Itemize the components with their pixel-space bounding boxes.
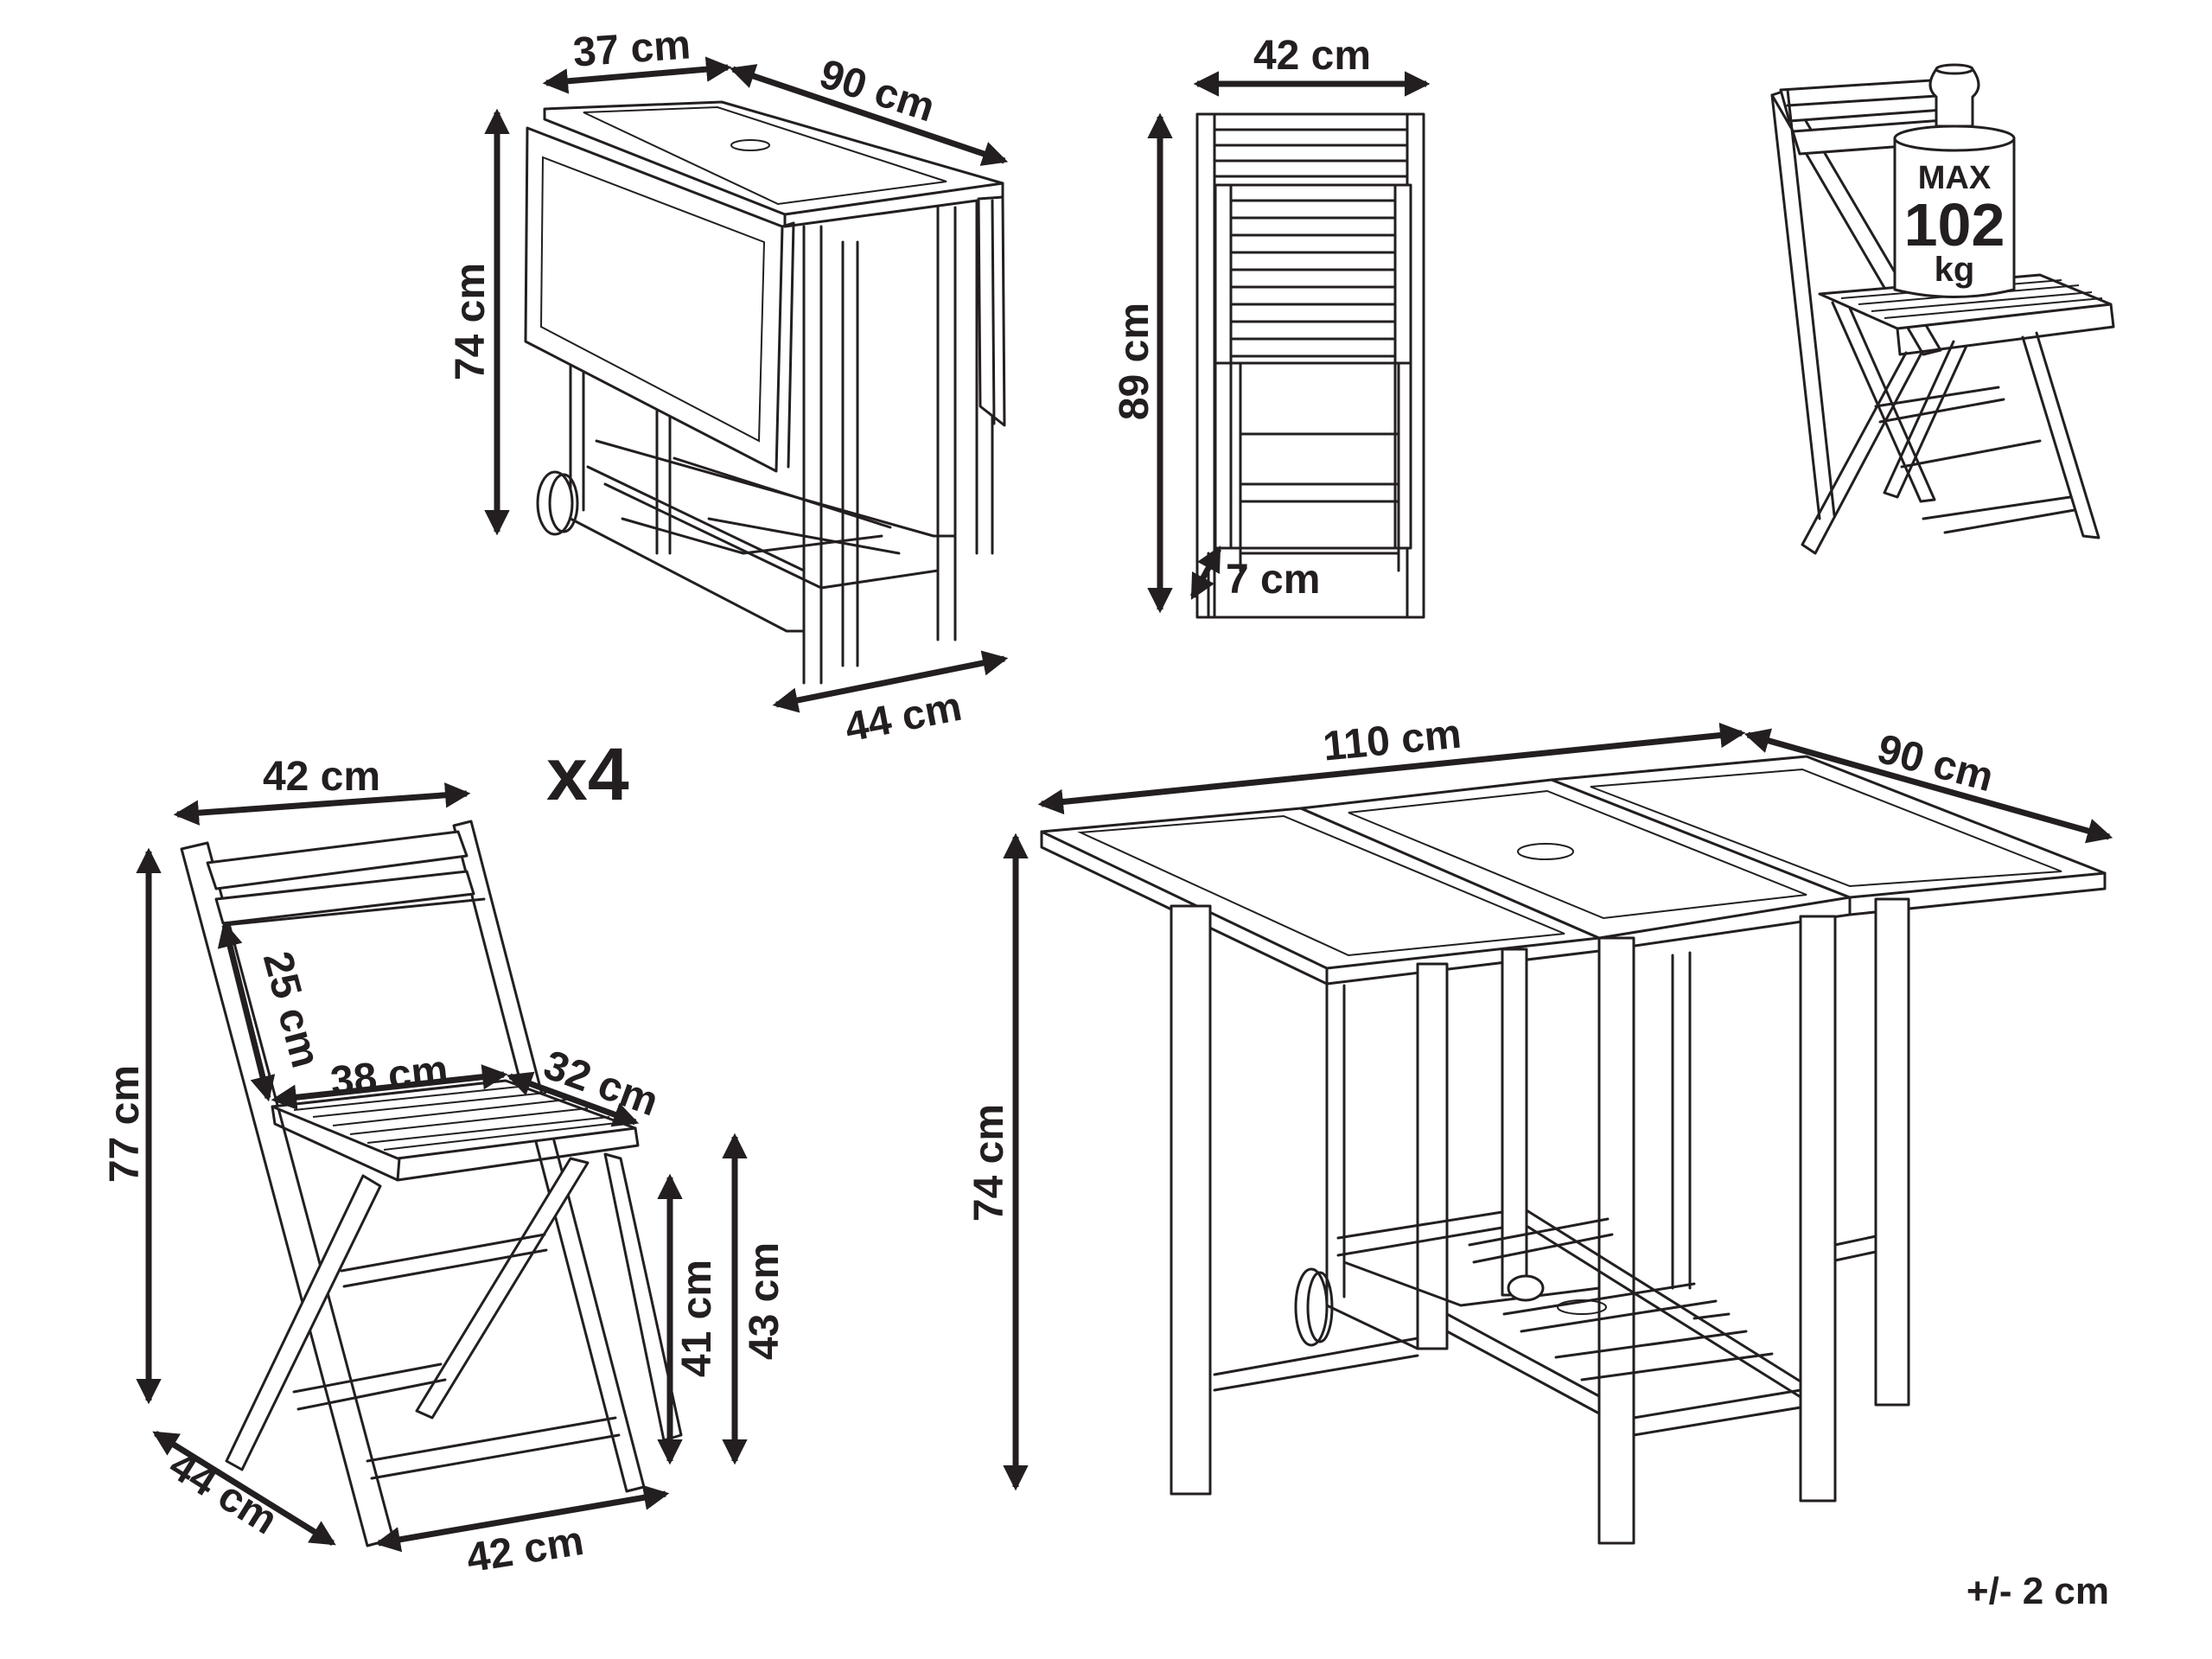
dim-arrow-folded-table-length <box>729 64 1009 166</box>
label-chair-seat-height-front: 41 cm <box>674 1260 720 1377</box>
folded-chair-dimensions: 42 cm 89 cm 7 cm <box>1112 33 1431 614</box>
label-chair-base-depth: 44 cm <box>161 1442 285 1543</box>
dim-arrow-folded-table-width <box>542 56 732 94</box>
label-folded-table-width: 37 cm <box>571 22 692 75</box>
folded-table-drawing <box>524 100 1006 685</box>
chair-quantity: x4 <box>546 733 629 816</box>
dim-arrow-folded-chair-thickness <box>1189 546 1222 600</box>
open-chair-drawing <box>180 820 683 1547</box>
folded-chair-drawing <box>1195 112 1425 619</box>
weight-icon: MAX 102 kg <box>1893 63 2016 298</box>
dim-arrow-chair-seat-width <box>271 1064 508 1110</box>
dim-arrow-table-open-width <box>1743 728 2113 844</box>
dim-arrow-chair-base-width <box>374 1484 670 1553</box>
label-folded-chair-height: 89 cm <box>1112 303 1157 420</box>
chair-weight-drawing: MAX 102 kg <box>1770 63 2115 555</box>
label-table-open-height: 74 cm <box>966 1104 1012 1222</box>
weight-max-value: 102 <box>1904 191 2005 258</box>
label-folded-chair-thickness: 7 cm <box>1226 557 1320 603</box>
dim-arrow-chair-back-height <box>217 921 276 1102</box>
dim-arrow-folded-table-depth <box>772 650 1009 713</box>
tolerance-note: +/- 2 cm <box>1967 1570 2109 1612</box>
label-folded-chair-width: 42 cm <box>1253 33 1371 79</box>
open-table-drawing <box>1040 755 2107 1545</box>
label-chair-back-height: 25 cm <box>254 947 328 1072</box>
label-folded-table-depth: 44 cm <box>841 684 966 751</box>
weight-max-unit: kg <box>1935 251 1975 289</box>
label-chair-top-width: 42 cm <box>263 754 380 800</box>
dim-arrow-table-open-length <box>1037 722 1746 815</box>
dim-arrow-chair-base-depth <box>152 1431 336 1546</box>
label-chair-total-height: 77 cm <box>102 1065 148 1183</box>
weight-max-label: MAX <box>1918 160 1992 196</box>
dim-arrow-chair-top-width <box>173 782 471 826</box>
open-table-dimensions: 110 cm 90 cm 74 cm <box>966 711 2113 1491</box>
label-chair-seat-height-back: 43 cm <box>742 1242 787 1360</box>
label-folded-table-height: 74 cm <box>448 263 494 380</box>
dim-arrow-chair-seat-depth <box>506 1071 640 1127</box>
